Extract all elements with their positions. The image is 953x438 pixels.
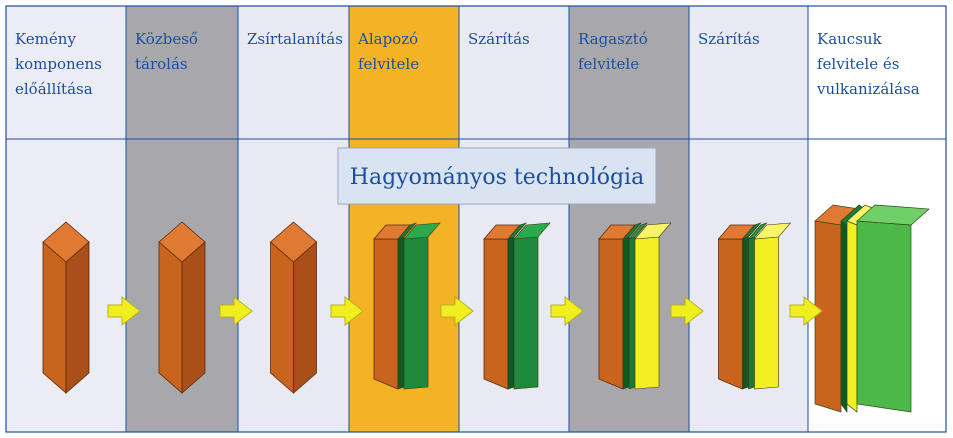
block-2 <box>158 221 206 394</box>
stage-header-7 <box>689 6 808 139</box>
block-8-layer-1 <box>814 220 842 413</box>
stage-label-line: Kaucsuk <box>817 30 883 48</box>
flow-arrow-2 <box>219 295 253 327</box>
stage-label-3: Zsírtalanítás <box>247 30 343 48</box>
stage-label-line: Közbeső <box>135 30 198 48</box>
block-7-layer-3 <box>754 236 779 390</box>
flow-arrow-5 <box>550 295 584 327</box>
block-6-layer-1 <box>622 236 630 390</box>
stage-label-line: Zsírtalanítás <box>247 30 343 48</box>
stage-header-4 <box>349 6 459 139</box>
diagram-border <box>5 5 947 433</box>
block-1-right-face <box>65 241 90 394</box>
stage-label-6: Ragasztó felvitele <box>578 30 648 73</box>
block-7-layer-top-1 <box>741 222 762 240</box>
stage-label-line: felvitele és <box>817 55 899 73</box>
block-6-layer-top-2 <box>628 222 648 240</box>
block-7-layer-top-2 <box>747 222 768 240</box>
flow-arrow-6 <box>670 295 704 327</box>
stage-label-line: Szárítás <box>698 30 760 48</box>
block-6-brick-face <box>598 238 624 390</box>
stage-label-line: felvitele <box>358 55 419 73</box>
stage-label-7: Szárítás <box>698 30 760 48</box>
stage-label-5: Szárítás <box>468 30 530 48</box>
block-4-layer-top-1 <box>397 222 417 240</box>
stage-header-5 <box>459 6 569 139</box>
stage-label-line: Szárítás <box>468 30 530 48</box>
block-8 <box>814 204 930 414</box>
block-6 <box>598 222 672 390</box>
block-5-layer-1 <box>507 236 515 390</box>
block-7-layer-top-3 <box>753 222 792 240</box>
stage-label-line: Alapozó <box>357 30 418 48</box>
flow-arrow-7 <box>789 295 823 327</box>
block-2-right-face <box>181 241 206 394</box>
stage-header-3 <box>238 6 349 139</box>
stage-header-6 <box>569 6 689 139</box>
block-7-layer-1 <box>742 236 749 390</box>
block-8-layer-top-4 <box>856 204 930 226</box>
block-5-layer-top-2 <box>513 222 551 240</box>
banner-box <box>337 147 657 205</box>
block-8-layer-4 <box>856 220 912 413</box>
banner: Hagyományos technológia <box>337 147 657 205</box>
block-2-top-face <box>158 221 206 263</box>
flow-arrow-3 <box>330 295 364 327</box>
block-6-layer-2 <box>628 236 636 390</box>
block-4-layer-1 <box>397 236 405 390</box>
block-5-layer-top-1 <box>507 222 527 240</box>
stage-header-8 <box>808 6 946 139</box>
block-1-left-face <box>42 241 67 394</box>
stage-header-2 <box>126 6 238 139</box>
block-2-left-face <box>158 241 183 394</box>
stage-label-line: tárolás <box>135 55 188 73</box>
block-8-layer-2 <box>840 220 848 414</box>
block-7-layer-2 <box>748 236 755 390</box>
stage-label-4: Alapozó felvitele <box>357 30 419 73</box>
stage-header-1 <box>6 6 126 139</box>
block-5-brick-face <box>483 238 509 390</box>
stage-label-line: előállítása <box>15 80 93 98</box>
block-5 <box>483 222 551 390</box>
block-6-layer-3 <box>634 236 660 390</box>
block-3-left-face <box>270 241 294 394</box>
block-3 <box>269 221 318 394</box>
flow-arrow-1 <box>107 295 141 327</box>
stage-label-line: felvitele <box>578 55 639 73</box>
block-7 <box>717 222 792 390</box>
stage-label-line: vulkanizálása <box>816 80 920 98</box>
block-4 <box>373 222 441 390</box>
block-8-layer-3 <box>846 220 858 413</box>
stage-label-2: Közbeső tárolás <box>135 30 198 73</box>
block-3-right-face <box>293 241 317 394</box>
block-7-brick-face <box>718 238 743 390</box>
stage-label-8: Kaucsuk felvitele és vulkanizálása <box>816 30 920 98</box>
stage-label-line: Ragasztó <box>578 30 648 48</box>
block-6-layer-top-1 <box>622 222 642 240</box>
flow-arrow-4 <box>440 295 474 327</box>
block-4-layer-2 <box>403 236 429 390</box>
block-1 <box>42 221 90 394</box>
block-4-layer-top-2 <box>403 222 441 240</box>
stage-label-line: komponens <box>15 55 102 73</box>
block-4-brick-face <box>373 238 399 390</box>
block-1-top-face <box>42 221 90 263</box>
stage-label-1: Kemény komponens előállítása <box>15 30 102 98</box>
block-6-layer-top-3 <box>634 222 672 240</box>
stage-label-line: Kemény <box>15 30 76 48</box>
block-3-top-face <box>269 221 318 263</box>
banner-text: Hagyományos technológia <box>350 165 644 190</box>
block-5-layer-2 <box>513 236 539 390</box>
